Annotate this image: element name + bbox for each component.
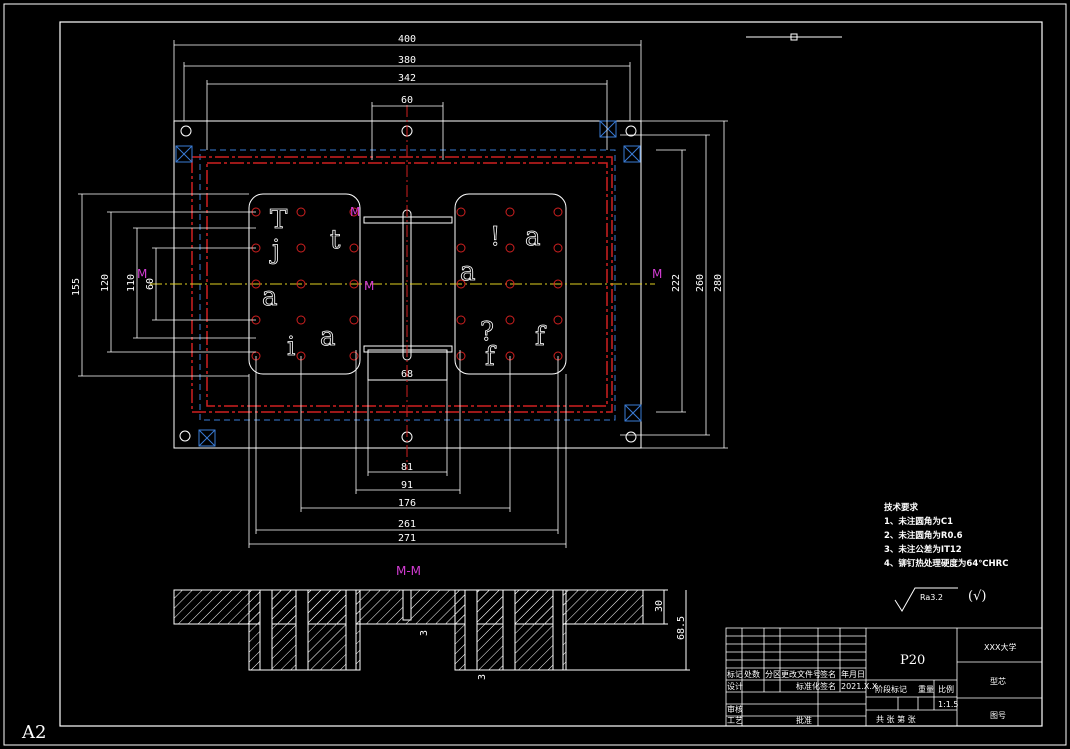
dim-380: 380 [398,55,416,66]
technical-notes: 技术要求 1、未注圆角为C1 2、未注圆角为R0.6 3、未注公差为IT12 4… [884,502,1008,612]
design-label: 设计 [727,681,743,691]
inner-border [59,21,1043,727]
note-item: 2、未注圆角为R0.6 [884,530,963,541]
dim-271: 271 [398,533,416,544]
dim-222: 222 [671,274,682,292]
runner-lower [363,345,453,353]
row-label: 签名 [820,669,836,679]
dim-68-5: 68.5 [676,616,687,640]
sheet-size: A2 [21,722,46,743]
dim-280: 280 [713,274,724,292]
section-mark: M [652,267,662,281]
dim-155: 155 [71,278,82,296]
dim-60-left: 60 [145,278,156,290]
row-label: 分区 [765,670,781,679]
stage-label: 阶段标记 [875,684,907,694]
section-title: M-M [396,564,421,578]
plate-view: T t j a a i ! a a ? f f M M M M [137,105,662,470]
process-label: 工艺 [727,716,743,725]
svg-text:T: T [270,205,288,235]
dimension-texts: 400 380 342 60 222 260 280 155 120 110 6… [71,34,724,544]
roughness-value: Ra3.2 [920,593,943,602]
svg-text:a: a [320,322,336,352]
dim-400: 400 [398,34,416,45]
dim-30: 30 [654,600,665,612]
svg-text:i: i [287,332,295,362]
std-label: 标准化 [796,681,820,691]
dim-60-top: 60 [401,95,413,106]
weight-label: 重量 [918,684,934,694]
dim-3-a: 3 [419,630,430,636]
section-mark: M [364,279,374,293]
pin-holes [251,207,563,361]
row-label: 更改文件号 [781,669,821,679]
dim-261: 261 [398,519,416,530]
svg-text:a: a [262,282,278,312]
runner [363,216,453,224]
corner-holes [179,125,637,443]
roughness-mark: (√) [968,589,986,604]
note-item: 3、未注公差为IT12 [884,544,962,555]
svg-text:f: f [485,342,497,372]
dim-176: 176 [398,498,416,509]
approve-label: 批准 [796,715,812,725]
row-label: 年月日 [841,669,865,679]
section-mark: M [137,267,147,281]
roughness-symbol [894,587,958,612]
dim-110: 110 [126,274,137,292]
corner-blocks [175,120,642,447]
svg-text:t: t [330,225,341,255]
notes-heading: 技术要求 [884,502,919,513]
title-block [725,627,1043,727]
section-markers: M M M M [137,205,662,293]
dimension-lines [78,40,728,548]
note-item: 4、铆钉热处理硬度为64℃HRC [884,558,1008,569]
school-name: XXX大学 [984,642,1016,652]
scale-value: 1:1.5 [938,700,959,709]
row-label: 标记 [727,669,743,679]
dim-3-b: 3 [477,674,488,680]
note-item: 1、未注圆角为C1 [884,516,953,527]
drawing-no-label: 图号 [990,711,1006,720]
dim-91: 91 [401,480,413,491]
svg-text:f: f [535,322,547,352]
dim-68: 68 [401,369,413,380]
part-name: 型芯 [990,676,1006,686]
svg-text:j: j [269,235,280,265]
svg-text:a: a [460,257,476,287]
dim-342: 342 [398,73,416,84]
section-mark: M [350,205,360,219]
dim-120: 120 [100,274,111,292]
svg-text:a: a [525,222,541,252]
title-block-text: P20 XXX大学 型芯 图号 标记 处数 分区 更改文件号 签名 年月日 设计… [727,642,1016,725]
svg-text:!: ! [490,222,500,252]
top-marker-box [790,33,798,41]
letter-cavities: T t j a a i ! a a ? f f [262,205,548,373]
section-view: 30 68.5 3 3 [173,589,690,680]
dim-260: 260 [695,274,706,292]
sign-label: 签名 [820,681,836,691]
svg-text:?: ? [480,317,494,347]
sheets-label: 共 张 第 张 [876,714,916,724]
material: P20 [900,653,925,668]
outer-border [3,3,1067,746]
date-value: 2021.X.X [841,682,878,691]
review-label: 审核 [727,704,743,714]
row-label: 处数 [744,669,760,679]
dim-81: 81 [401,462,413,473]
scale-label: 比例 [938,684,954,694]
